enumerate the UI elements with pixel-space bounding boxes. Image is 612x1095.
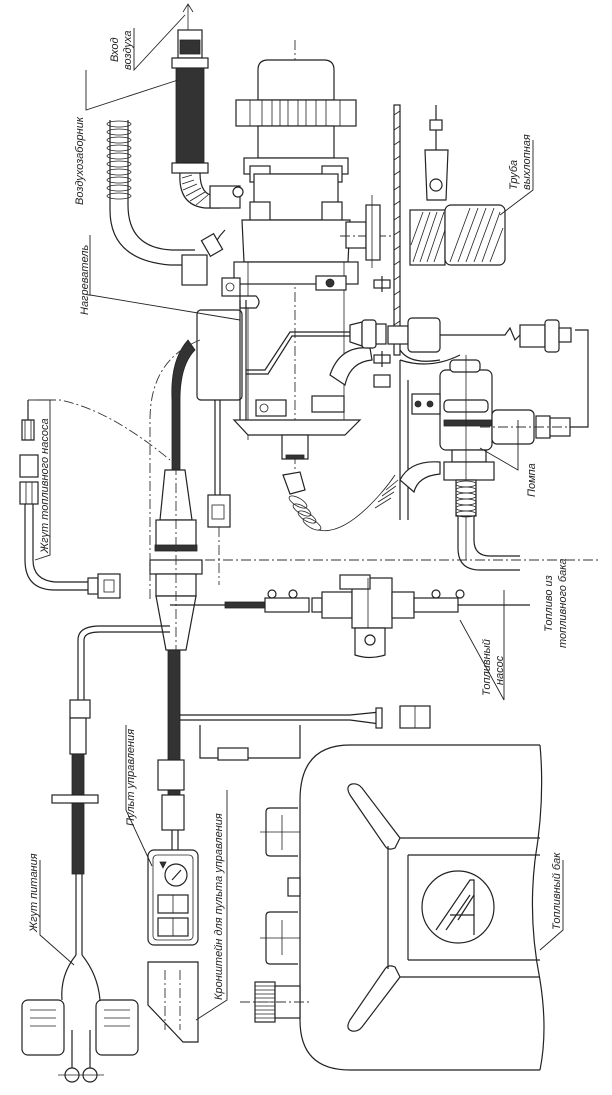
label-fuel-from-tank: Топливо из топливного бака (543, 558, 569, 648)
label-air-inlet: Вход воздуха (109, 31, 134, 70)
main-harness (149, 339, 600, 850)
label-exhaust-pipe-line1: Труба (508, 160, 520, 190)
mounting-bolts (373, 276, 391, 388)
label-fuel-pump: Топливный насос (481, 639, 506, 696)
label-fuel-pump-harness: Жгут топливного насоса (39, 418, 51, 554)
heater-outlet-hose (282, 471, 396, 532)
label-fuel-from-tank-line2: топливного бака (557, 558, 569, 648)
label-control-panel: Пульт управления (125, 729, 137, 826)
label-fuel-pump-line2: насос (494, 655, 506, 685)
label-heater: Нагреватель (79, 245, 91, 315)
heater-unit (200, 40, 400, 470)
pump-cable (387, 317, 572, 353)
air-inlet-tube (171, 3, 244, 209)
label-air-inlet-line2: воздуха (122, 31, 134, 70)
coolant-pump (374, 329, 589, 571)
control-panel-bracket-drawing (147, 961, 199, 1043)
label-control-panel-bracket: Кронштейн для пульта управления (213, 813, 225, 1000)
leader-lines (34, 14, 564, 1021)
label-air-intake: Воздухозаборник (74, 116, 86, 205)
fuel-pump-harness-drawing (19, 399, 171, 599)
control-panel-drawing (147, 849, 199, 946)
exhaust-pipe (365, 104, 506, 362)
power-harness-drawing (21, 717, 139, 1083)
label-fuel-from-tank-line1: Топливо из (543, 575, 555, 632)
label-fuel-tank: Топливный бак (551, 852, 563, 930)
air-intake-coil (106, 120, 208, 286)
fuel-tank-drawing (240, 744, 545, 1071)
label-pump: Помпа (526, 463, 538, 497)
mounting-panel (399, 354, 461, 520)
label-air-inlet-line1: Вход (109, 37, 121, 62)
label-fuel-pump-line1: Топливный (481, 639, 493, 696)
label-power-harness: Жгут питания (28, 853, 40, 933)
label-exhaust-pipe: Труба выхлопная (508, 134, 533, 190)
label-exhaust-pipe-line2: выхлопная (521, 134, 533, 190)
fuel-pump (170, 574, 530, 659)
ground-wire (69, 625, 431, 761)
